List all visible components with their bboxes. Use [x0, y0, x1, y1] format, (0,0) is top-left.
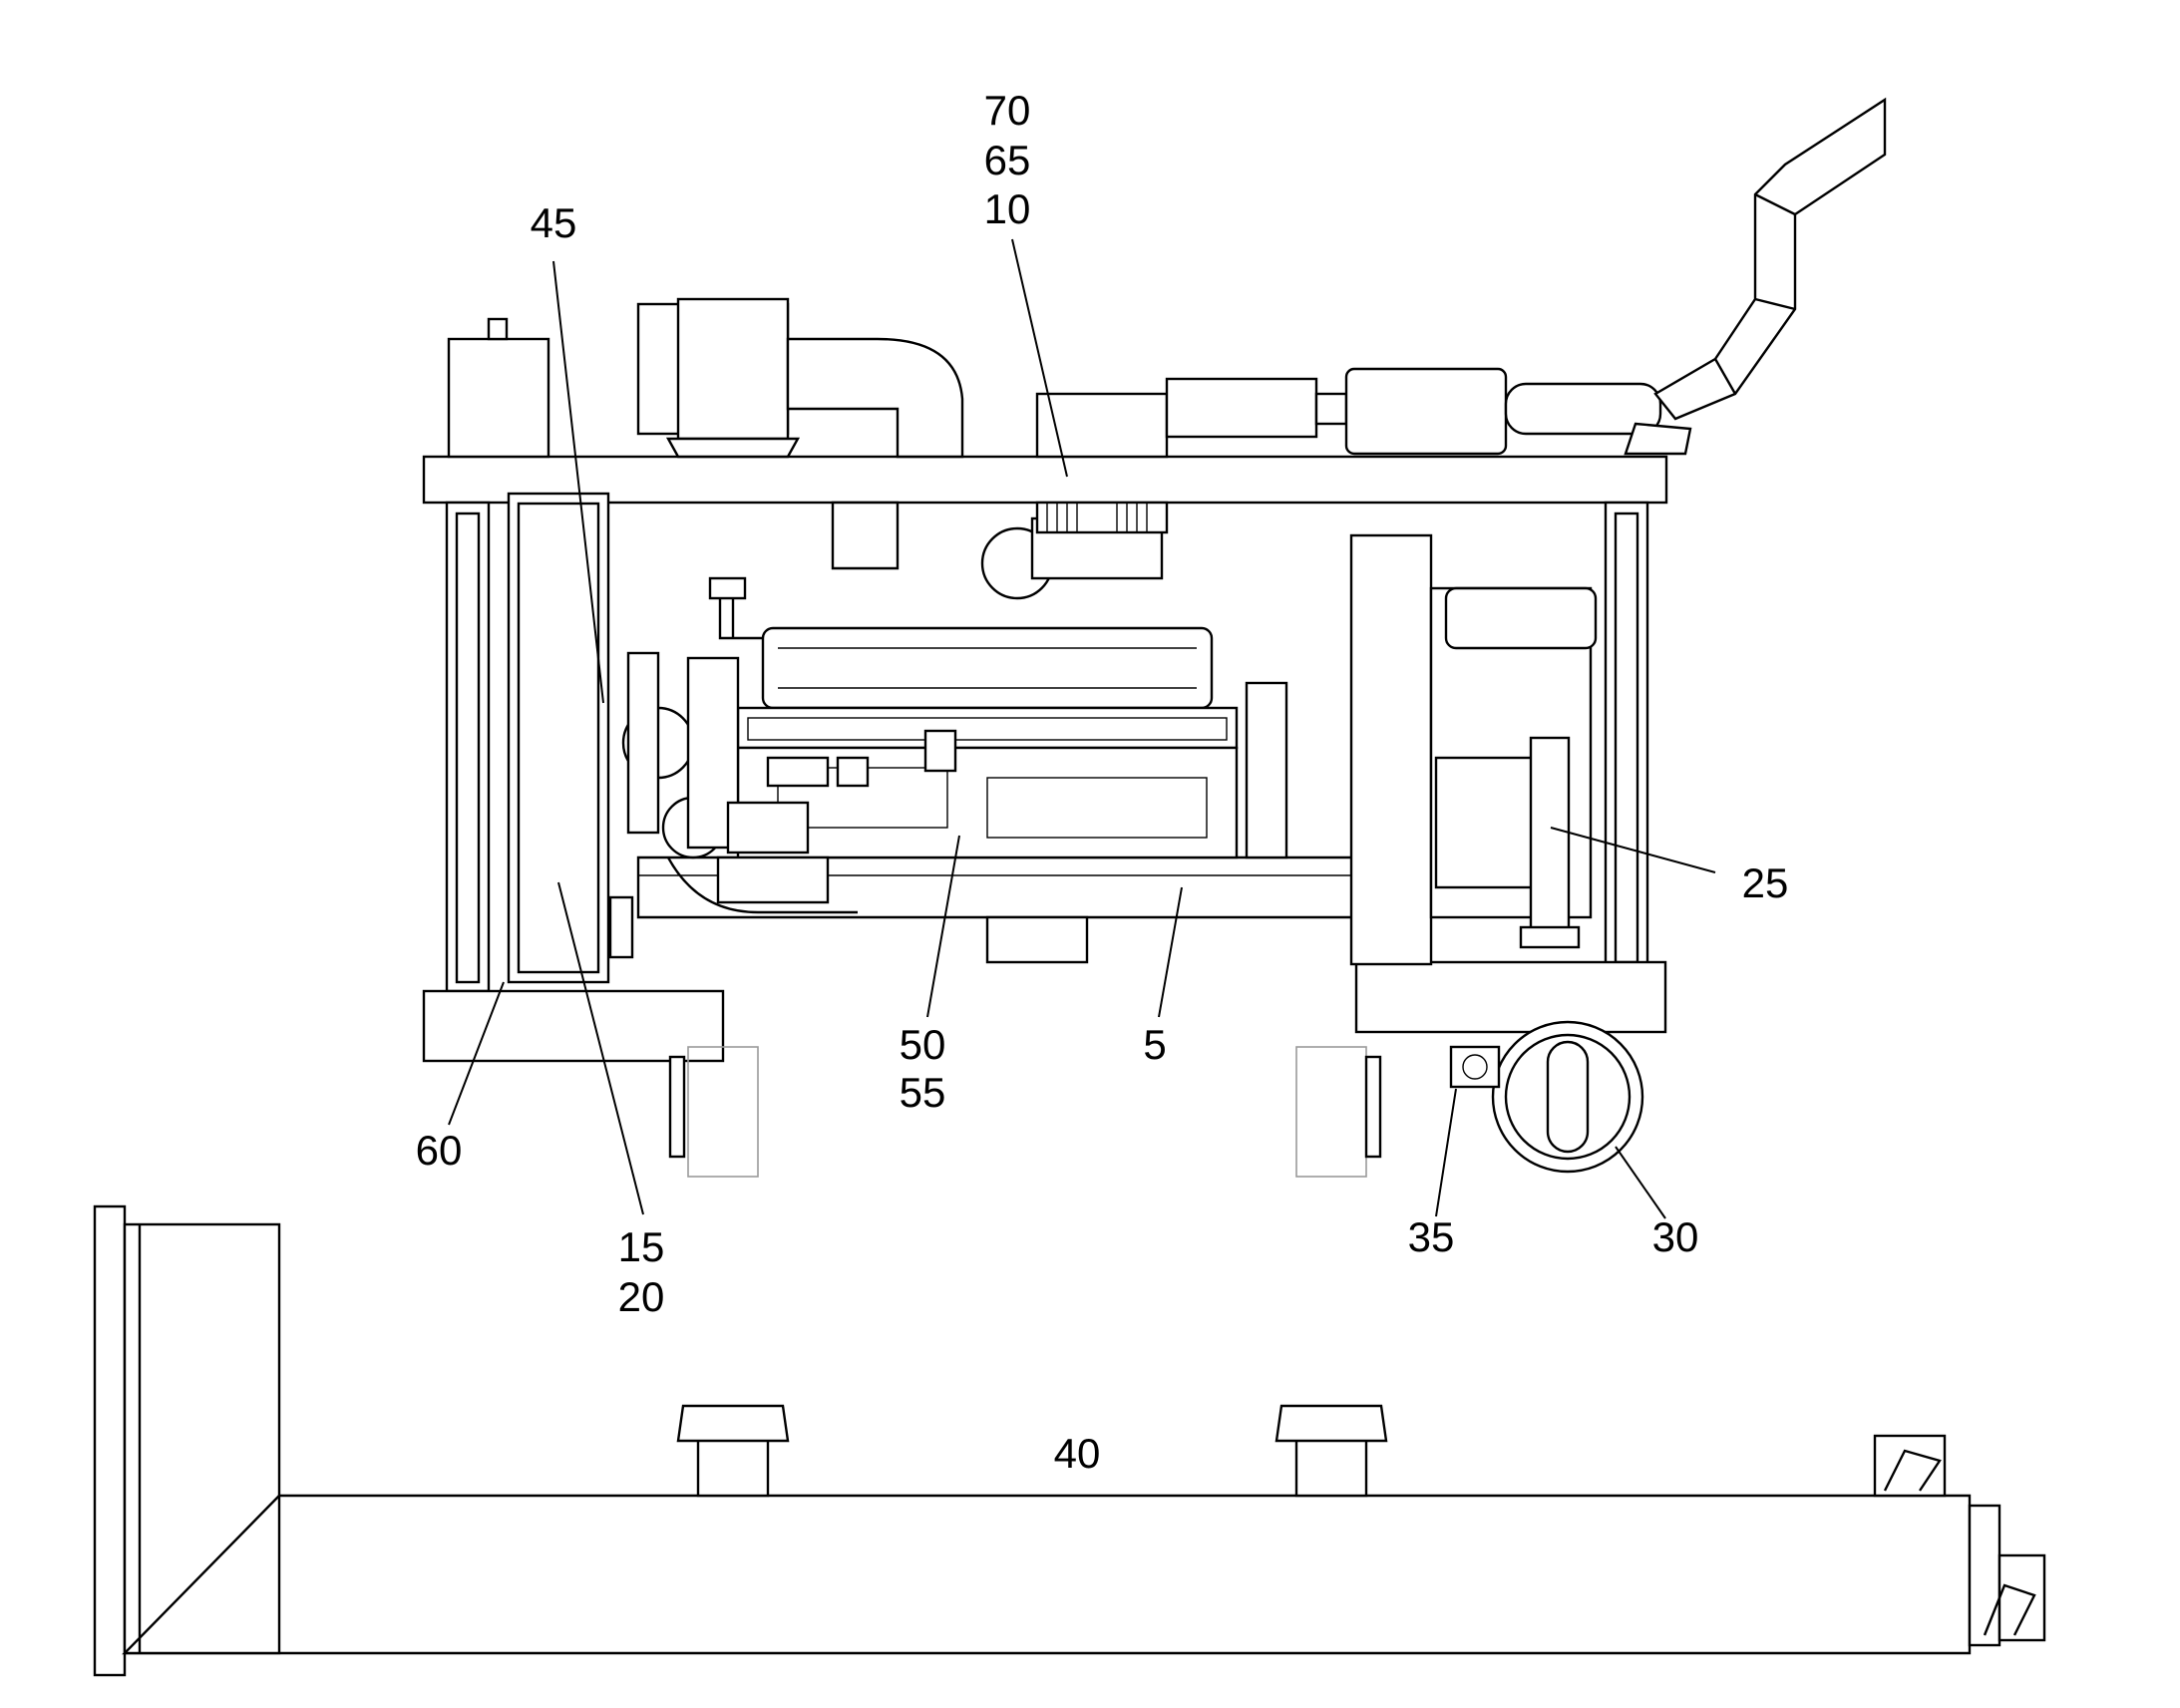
engine-block: [621, 576, 1288, 964]
callout-55: 55: [900, 1069, 946, 1116]
callout-45: 45: [531, 199, 577, 246]
callout-60: 60: [416, 1127, 463, 1174]
callout-30: 30: [1652, 1213, 1699, 1260]
leader-60: [448, 981, 505, 1126]
leader-5: [1158, 886, 1183, 1018]
muffler: [1344, 367, 1508, 456]
drain-flange: [1449, 1045, 1501, 1089]
top-frame-rail: [422, 455, 1668, 505]
callout-65: 65: [984, 137, 1031, 183]
starter-motor: [726, 801, 810, 854]
valve-cover: [761, 626, 1214, 710]
leader-35: [1435, 1088, 1457, 1217]
leader-50: [926, 835, 960, 1018]
leader-30: [1615, 1146, 1666, 1219]
tank-body: [122, 1494, 1972, 1655]
base-rail-left: [422, 989, 725, 1063]
expansion-tank: [447, 337, 550, 459]
leader-25: [1550, 827, 1716, 873]
callout-20: 20: [618, 1273, 665, 1320]
tank-end-plate: [93, 1204, 127, 1677]
callout-15: 15: [618, 1223, 665, 1270]
base-rail-right: [1354, 960, 1667, 1034]
leader-45: [552, 260, 604, 704]
exhaust-stack: [1653, 97, 1887, 421]
fuel-tank: [93, 1204, 2046, 1677]
exhaust-flex-connector: [1035, 392, 1169, 459]
leader-10: [1011, 238, 1068, 478]
callout-10: 10: [984, 185, 1031, 232]
callout-70: 70: [984, 87, 1031, 134]
drive-end-assembly: [668, 533, 1644, 1178]
callout-5: 5: [1143, 1021, 1166, 1068]
callout-25: 25: [1742, 859, 1789, 906]
radiator: [447, 317, 634, 984]
pump-end-bracket: [1349, 533, 1433, 966]
intake-exhaust-system: [636, 97, 1887, 600]
suction-pipe: [1529, 736, 1571, 939]
tank-vent: [1873, 1434, 1947, 1498]
intake-elbow: [786, 337, 964, 459]
callout-35: 35: [1408, 1213, 1455, 1260]
leader-15: [557, 881, 644, 1215]
callout-labels: 70 65 10 45 25 50 55 5 60 15 20 35 30 40: [416, 87, 1789, 1477]
callout-50: 50: [900, 1021, 946, 1068]
tank-fill: [1998, 1553, 2046, 1642]
oil-filter: [923, 729, 957, 773]
leader-lines: [448, 238, 1716, 1219]
oil-pan-drain: [985, 915, 1089, 964]
callout-40: 40: [1054, 1430, 1101, 1477]
